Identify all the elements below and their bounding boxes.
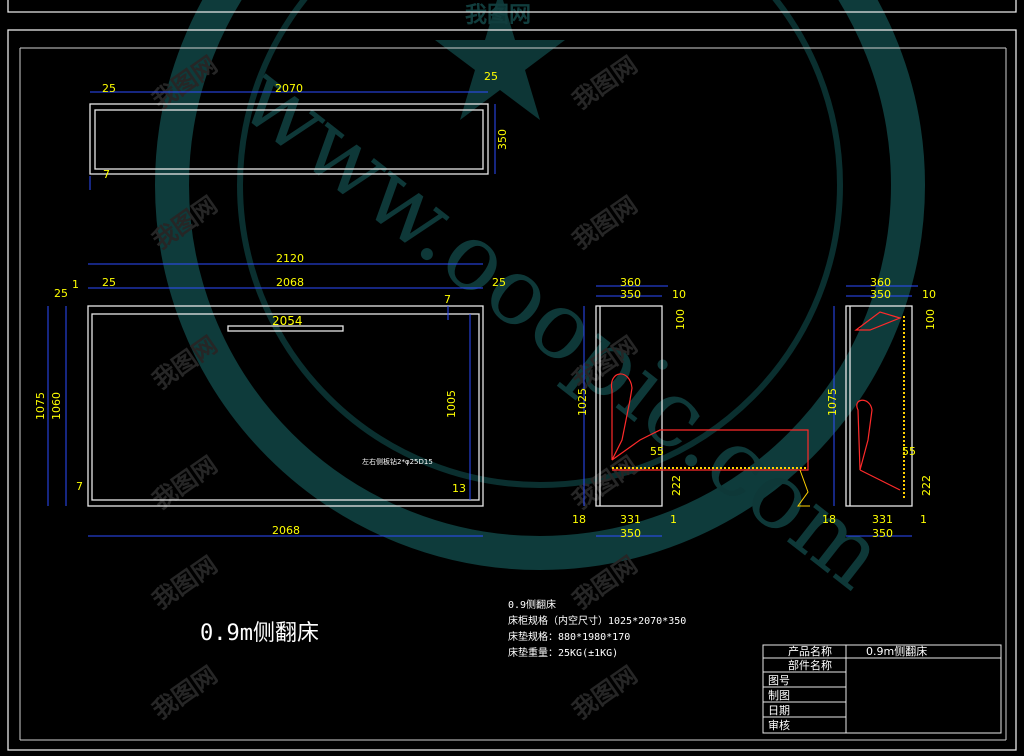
side-view-closed: 360 350 10 100 1075 55 222 18 331 1 350 xyxy=(822,276,937,540)
s1-d10: 10 xyxy=(672,288,686,301)
drawing-frame xyxy=(7,0,1017,751)
front-dim-overall: 2120 xyxy=(276,252,304,265)
front-dim-handle: 2054 xyxy=(272,314,303,328)
s2-h1075: 1075 xyxy=(826,388,839,416)
front-dim-1: 1 xyxy=(72,278,79,291)
s1-b1: 1 xyxy=(670,513,677,526)
front-dim-right25: 25 xyxy=(492,276,506,289)
tb-row-drawing-no: 图号 xyxy=(768,674,790,687)
s2-d222: 222 xyxy=(920,475,933,496)
front-dim-bot13: 13 xyxy=(452,482,466,495)
tb-part-label: 部件名称 xyxy=(788,658,832,672)
watermark-site: 我图网 xyxy=(465,3,531,28)
front-dim-25: 25 xyxy=(102,276,116,289)
top-dim-left: 25 xyxy=(102,82,116,95)
s2-b18: 18 xyxy=(822,513,836,526)
svg-text:我图网: 我图网 xyxy=(567,191,642,255)
front-dim-1060: 1060 xyxy=(50,392,63,420)
front-dim-1005: 1005 xyxy=(445,390,458,418)
svg-text:我图网: 我图网 xyxy=(147,661,222,725)
front-dim-1075: 1075 xyxy=(34,392,47,420)
s2-b331: 331 xyxy=(872,513,893,526)
tb-row-date: 日期 xyxy=(768,704,790,717)
tb-product-value: 0.9m侧翻床 xyxy=(866,644,927,658)
tb-row-review: 审核 xyxy=(768,718,790,732)
s1-w360: 360 xyxy=(620,276,641,289)
top-dim-thick: 7 xyxy=(103,168,110,181)
spec-line: 0.9侧翻床 xyxy=(508,598,556,611)
svg-text:我图网: 我图网 xyxy=(147,551,222,615)
front-dim-bot7: 7 xyxy=(76,480,83,493)
front-dim-bottom: 2068 xyxy=(272,524,300,537)
top-view: 25 2070 25 350 7 xyxy=(89,70,509,190)
spec-line: 床垫重量：25KG(±1KG) xyxy=(508,646,618,659)
s1-h1025: 1025 xyxy=(576,388,589,416)
s2-w350: 350 xyxy=(870,288,891,301)
svg-text:我图网: 我图网 xyxy=(147,451,222,515)
s1-w350: 350 xyxy=(620,288,641,301)
front-dim-inner: 2068 xyxy=(276,276,304,289)
s2-w360: 360 xyxy=(870,276,891,289)
s1-b350: 350 xyxy=(620,527,641,540)
front-dim-top25: 25 xyxy=(54,287,68,300)
s1-b331: 331 xyxy=(620,513,641,526)
top-dim-width: 2070 xyxy=(275,82,303,95)
spec-line: 床柜规格（内空尺寸）1025*2070*350 xyxy=(508,614,686,627)
front-view: 2120 1 25 2068 25 25 7 2054 1075 1060 10… xyxy=(34,252,506,537)
s2-d10: 10 xyxy=(922,288,936,301)
s1-b18: 18 xyxy=(572,513,586,526)
svg-text:我图网: 我图网 xyxy=(567,661,642,725)
s1-d222: 222 xyxy=(670,475,683,496)
tb-product-label: 产品名称 xyxy=(788,644,832,658)
s1-d100: 100 xyxy=(674,309,687,330)
top-dim-depth: 350 xyxy=(496,129,509,150)
front-dim-top7: 7 xyxy=(444,293,451,306)
s2-b1: 1 xyxy=(920,513,927,526)
spec-line: 床垫规格：880*1980*170 xyxy=(508,630,630,643)
side-view-open: 360 350 10 100 1025 55 222 18 331 1 350 xyxy=(572,276,810,540)
s2-d55: 55 xyxy=(902,445,916,458)
product-title: 0.9m侧翻床 xyxy=(200,621,319,646)
s2-b350: 350 xyxy=(872,527,893,540)
front-note: 左右侧板钻2*φ25D15 xyxy=(362,457,433,466)
top-dim-right: 25 xyxy=(484,70,498,83)
tb-row-drawn: 制图 xyxy=(768,689,790,702)
s2-d100: 100 xyxy=(924,309,937,330)
svg-text:我图网: 我图网 xyxy=(567,51,642,115)
spec-notes: 0.9侧翻床 床柜规格（内空尺寸）1025*2070*350 床垫规格：880*… xyxy=(508,598,686,659)
s1-d55: 55 xyxy=(650,445,664,458)
title-block: 产品名称 0.9m侧翻床 部件名称 图号 制图 日期 审核 xyxy=(762,644,1002,734)
